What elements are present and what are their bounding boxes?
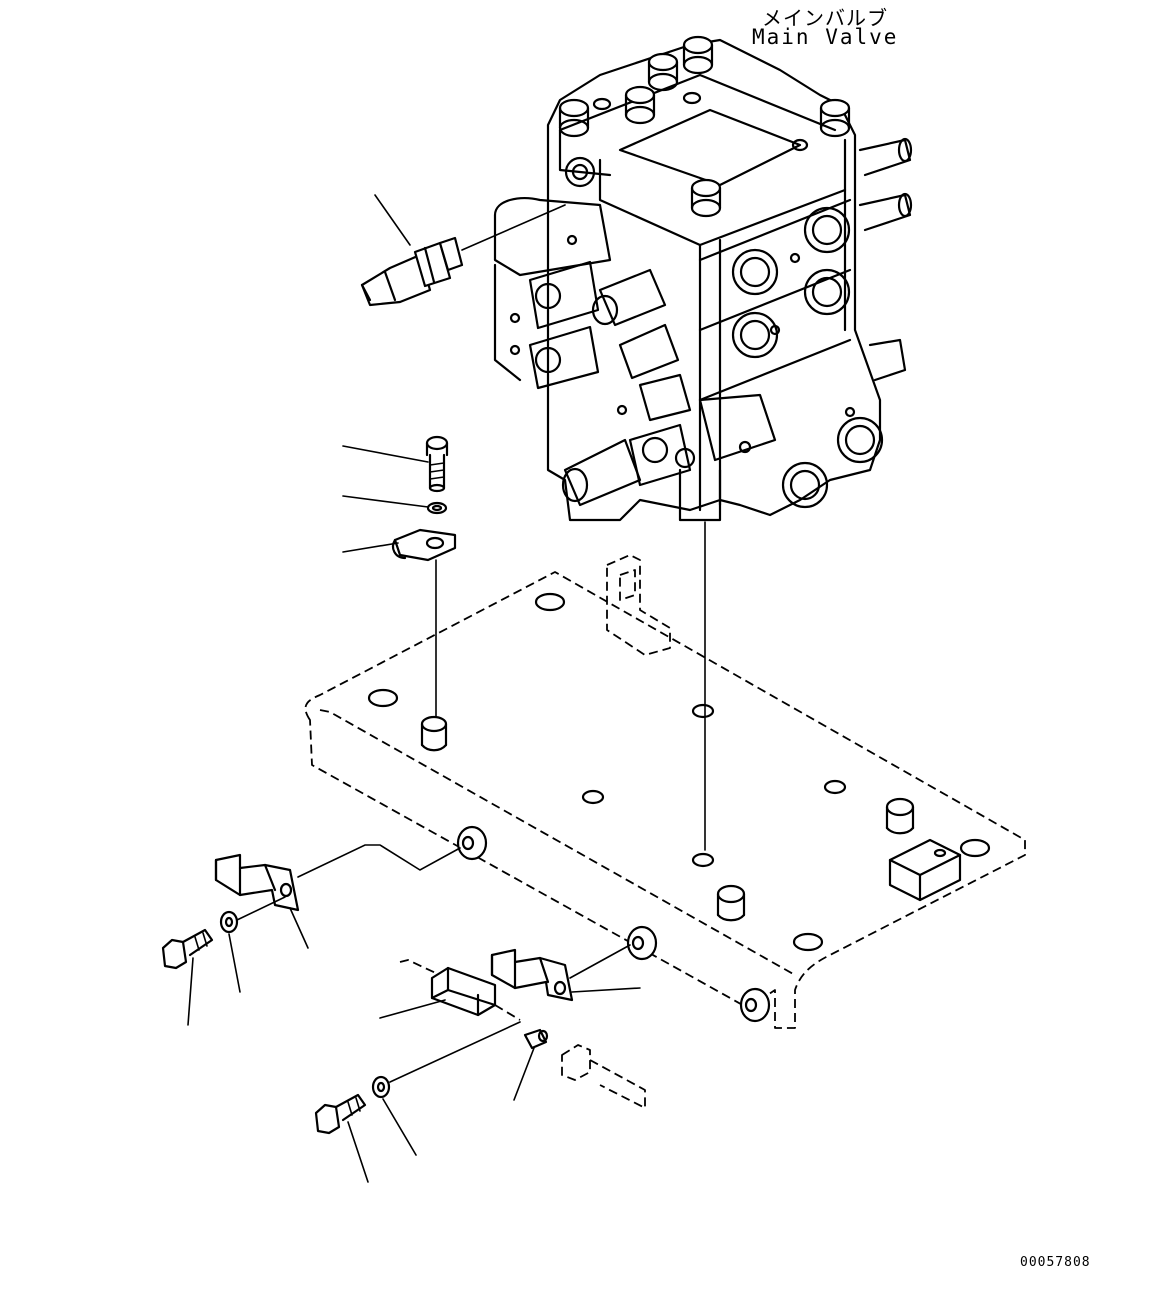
- main-valve-label-japanese: メインバルブ: [762, 6, 888, 30]
- bolt-washer-clamp-stack: [342, 435, 457, 719]
- pressure-sensor: [360, 194, 566, 307]
- drawing-number: 00057808: [1020, 1255, 1091, 1270]
- main-valve-label-english: Main Valve: [752, 25, 899, 49]
- left-clamp-group: [161, 844, 461, 1026]
- connector-clamp-group: [314, 944, 646, 1183]
- mounting-plate: [304, 554, 1026, 1029]
- main-valve: [493, 35, 913, 851]
